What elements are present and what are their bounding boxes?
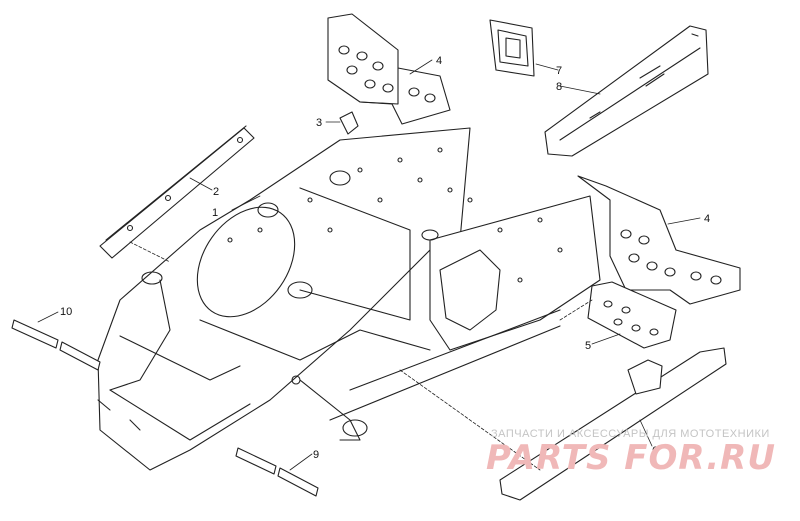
part-5-plate: [587, 281, 677, 349]
leader-lines: [37, 59, 701, 471]
part-8-guard: [544, 25, 709, 157]
part-3-tab: [339, 111, 359, 135]
part-4-right-plate: [577, 175, 741, 305]
callout-2: 2: [213, 186, 219, 198]
callout-5: 5: [585, 340, 591, 352]
part-9-pin: [235, 447, 319, 497]
callout-7: 7: [556, 65, 562, 77]
part-4-top-plate: [327, 13, 451, 125]
callout-10: 10: [60, 306, 72, 318]
callout-3: 3: [316, 117, 322, 129]
callout-6: 6: [652, 445, 658, 457]
callout-9: 9: [313, 449, 319, 461]
watermark-brand: PARTS FOR.RU: [486, 438, 776, 478]
part-2-rail: [99, 125, 255, 259]
callout-labels: 1 2 3 4 4 5 6 7 8 9 10: [60, 55, 710, 461]
part-1-main-frame: [97, 127, 601, 471]
part-7-bracket: [489, 19, 535, 77]
callout-8: 8: [556, 81, 562, 93]
watermark-tagline: ЗАПЧАСТИ И АКСЕССУАРЫ ДЛЯ МОТОТЕХНИКИ: [491, 428, 770, 440]
part-10-pin: [11, 319, 101, 371]
callout-1: 1: [212, 207, 218, 219]
callout-4-top: 4: [436, 55, 442, 67]
part-6-lower-rail: [499, 347, 727, 501]
callout-4-right: 4: [704, 213, 710, 225]
